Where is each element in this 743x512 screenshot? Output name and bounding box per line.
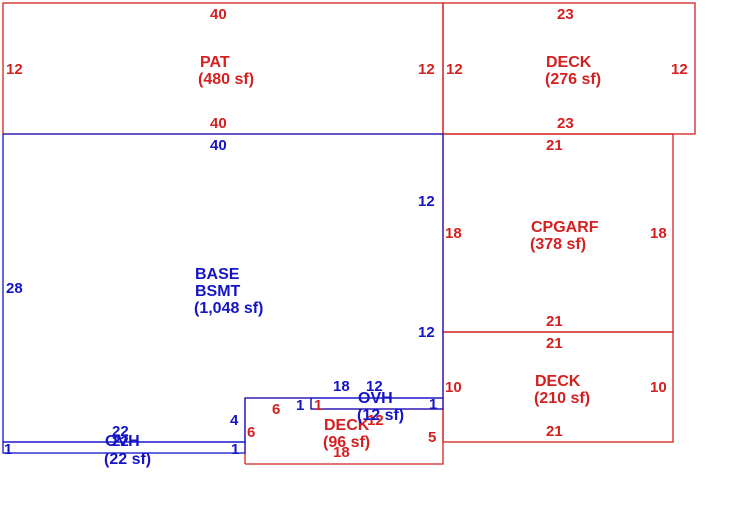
pat-dim-right: 12 [418, 61, 435, 78]
area-cpgarf: 21 18 18 21 CPGARF (378 sf) [442, 133, 674, 333]
ovh-left-area: (22 sf) [104, 451, 151, 468]
ovh-right-dim-left: 1 [296, 397, 304, 414]
ovh-right-area: (12 sf) [357, 407, 404, 424]
area-deck-top: 23 12 12 23 DECK (276 sf) [442, 2, 696, 135]
area-deck-bottom: 6 6 18 5 12 DECK (96 sf) [244, 397, 444, 465]
pat-label: PAT [200, 54, 230, 71]
base-dim-right-upper: 12 [418, 193, 435, 210]
pat-dim-top: 40 [210, 6, 227, 23]
pat-dim-left: 12 [6, 61, 23, 78]
deck-bottom-dim-left: 6 [247, 424, 255, 441]
deck-bottom-label: DECK [324, 417, 370, 434]
deck-right-dim-left: 10 [445, 379, 462, 396]
cpgarf-dim-left: 18 [445, 225, 462, 242]
deck-top-dim-right: 12 [671, 61, 688, 78]
area-deck-right: 21 10 10 21 DECK (210 sf) [442, 331, 674, 443]
ovh-left-dim-right: 1 [231, 441, 239, 458]
area-pat: 40 12 12 40 PAT (480 sf) [2, 2, 444, 135]
base-label: BASE [195, 266, 240, 283]
ovh-left-dim-top: 22 [112, 423, 129, 440]
deck-top-dim-left: 12 [446, 61, 463, 78]
deck-top-area: (276 sf) [545, 71, 601, 88]
deck-bottom-dim-upper: 6 [272, 401, 280, 418]
base-area: (1,048 sf) [194, 300, 263, 317]
ovh-right-dim-step: 4 [230, 412, 239, 429]
ovh-right-dim-top-2: 12 [366, 378, 383, 395]
pat-dim-bottom: 40 [210, 115, 227, 132]
deck-bottom-dim-top: 12 [367, 412, 384, 429]
deck-bottom-area: (96 sf) [323, 434, 370, 451]
ovh-left-label: OVH [105, 433, 140, 450]
ovh-left-outline [2, 441, 246, 454]
deck-right-area: (210 sf) [534, 390, 590, 407]
pat-area: (480 sf) [198, 71, 254, 88]
cpgarf-dim-right: 18 [650, 225, 667, 242]
base-label-2: BSMT [195, 283, 241, 300]
cpgarf-dim-bottom: 21 [546, 313, 563, 330]
deck-right-dim-right: 10 [650, 379, 667, 396]
deck-bottom-dim-right: 5 [428, 429, 436, 446]
ovh-right-dim-inner: 1 [314, 397, 322, 414]
ovh-left-dim-bottom: 22 [112, 433, 129, 450]
cpgarf-label: CPGARF [531, 219, 599, 236]
cpgarf-area: (378 sf) [530, 236, 586, 253]
deck-right-label: DECK [535, 373, 581, 390]
cpgarf-dim-top: 21 [546, 137, 563, 154]
ovh-right-dim-top: 18 [333, 378, 350, 395]
deck-bottom-dim-bottom: 18 [333, 444, 350, 461]
area-base-bsmt: 40 28 12 12 BASE BSMT (1,048 sf) [2, 133, 444, 443]
base-dim-right-lower: 12 [418, 324, 435, 341]
deck-top-label: DECK [546, 54, 592, 71]
ovh-right-outline [310, 397, 444, 410]
deck-top-dim-bottom: 23 [557, 115, 574, 132]
deck-right-dim-bottom: 21 [546, 423, 563, 440]
base-dim-left: 28 [6, 280, 23, 297]
area-ovh-left: 22 22 1 1 OVH (22 sf) [2, 423, 246, 468]
ovh-right-dim-right: 1 [429, 396, 437, 413]
ovh-right-label: OVH [358, 390, 393, 407]
deck-top-dim-top: 23 [557, 6, 574, 23]
base-dim-top: 40 [210, 137, 227, 154]
deck-right-dim-top: 21 [546, 335, 563, 352]
area-ovh-right: 18 12 1 1 4 1 OVH (12 sf) [230, 378, 444, 429]
ovh-left-dim-left: 1 [4, 441, 12, 458]
